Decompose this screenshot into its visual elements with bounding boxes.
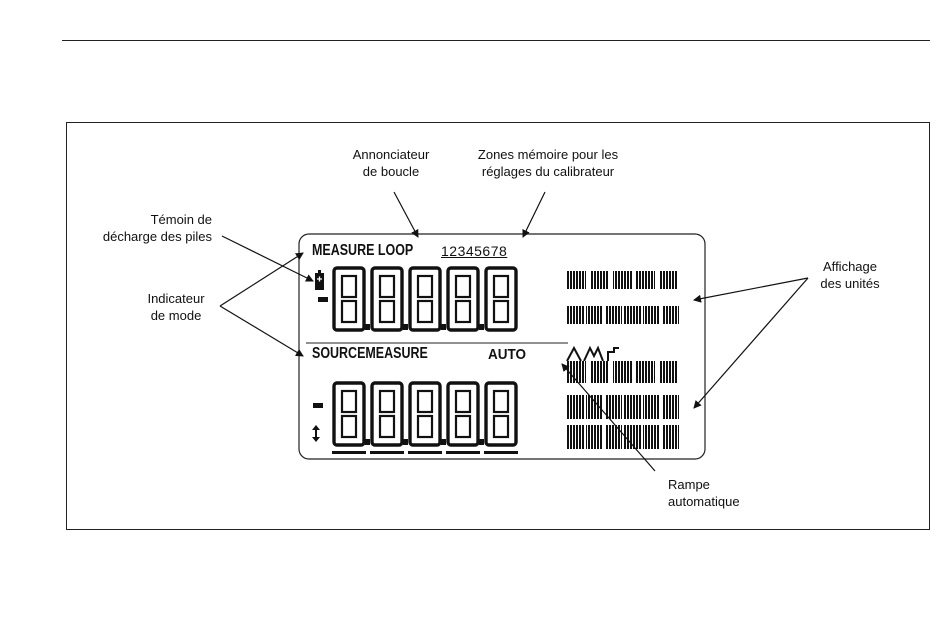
unit-matrix-cell [613, 271, 632, 289]
unit-matrix-cell [605, 306, 622, 324]
unit-matrix-cell [586, 395, 603, 419]
digit-underline [484, 451, 518, 454]
unit-matrix-cell [636, 271, 655, 289]
seven-seg-digit [334, 383, 364, 445]
unit-matrix-cell [662, 395, 679, 419]
unit-matrix-cell [567, 271, 586, 289]
unit-matrix-cell [659, 271, 678, 289]
digit-underline [370, 451, 404, 454]
unit-matrix-cell [567, 361, 586, 383]
arrow-units-lower [694, 278, 808, 408]
up-down-arrow-icon [312, 425, 320, 442]
unit-matrix-cell [567, 306, 584, 324]
decimal-point [365, 324, 370, 330]
unit-matrix-cell [624, 306, 641, 324]
unit-matrix-cell [590, 361, 609, 383]
unit-matrix-cell [567, 425, 584, 449]
seven-seg-digit [372, 383, 402, 445]
digit-underline [446, 451, 480, 454]
unit-matrix-cell [605, 395, 622, 419]
seven-seg-digit [448, 383, 478, 445]
decimal-point [441, 439, 446, 445]
digit-underline [408, 451, 442, 454]
unit-matrix-cell [643, 306, 660, 324]
upper-digits [334, 268, 516, 330]
seven-seg-digit [334, 268, 364, 330]
digit-underline [332, 451, 366, 454]
decimal-point [479, 324, 484, 330]
unit-matrix-cell [605, 425, 622, 449]
arrow-loop-annunciator [394, 192, 418, 237]
seven-seg-digit [410, 268, 440, 330]
unit-matrix-cell [624, 395, 641, 419]
arrow-memory-zones [523, 192, 545, 237]
ramp-triangle-icon [567, 348, 581, 361]
decimal-point [403, 439, 408, 445]
seven-seg-digit [410, 383, 440, 445]
ramp-step-icon [603, 348, 619, 362]
unit-matrix-cell [636, 361, 655, 383]
decimal-point [403, 324, 408, 330]
unit-matrix-cell [567, 395, 584, 419]
seven-seg-digit [486, 383, 516, 445]
upper-minus-sign [318, 297, 328, 302]
unit-matrix-cell [662, 306, 679, 324]
ramp-multi-triangle-icon [584, 348, 603, 361]
seven-seg-digit [372, 268, 402, 330]
lower-minus-sign [313, 403, 323, 408]
lower-digits [332, 383, 518, 454]
seven-seg-digit [448, 268, 478, 330]
unit-matrix-cell [586, 306, 603, 324]
unit-matrix-cell [586, 425, 603, 449]
battery-icon [315, 270, 324, 290]
decimal-point [479, 439, 484, 445]
decimal-point [441, 324, 446, 330]
unit-matrix-cell [613, 361, 632, 383]
unit-matrix-cell [643, 425, 660, 449]
unit-matrix-cell [590, 271, 609, 289]
arrow-mode-lower [220, 306, 303, 356]
unit-matrix-cell [659, 361, 678, 383]
decimal-point [365, 439, 370, 445]
seven-seg-digit [486, 268, 516, 330]
unit-matrix-cell [643, 395, 660, 419]
unit-matrix-cell [662, 425, 679, 449]
arrow-mode-upper [220, 253, 303, 306]
